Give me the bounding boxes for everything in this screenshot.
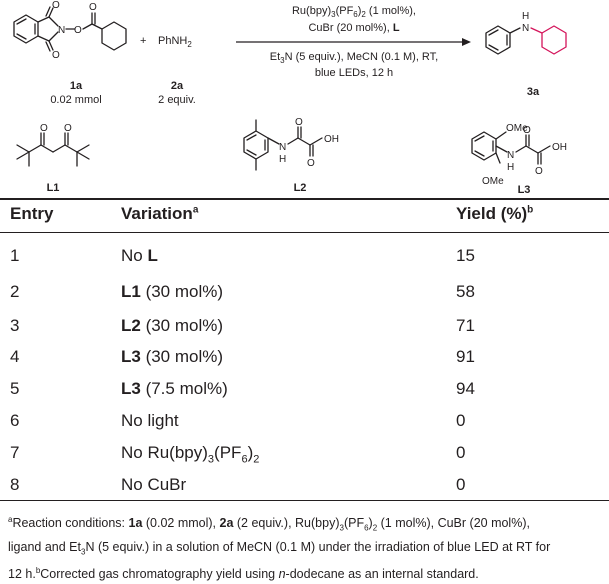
atom-o: O [52,50,60,61]
entry-cell: 2 [10,282,20,301]
plus-sign: + [140,35,146,47]
entry-cell: 8 [10,475,20,494]
table-header-rule [0,232,609,233]
ligand-l3-label: L3 [518,184,531,196]
table-row: 4 L3 (30 mol%) 91 [0,341,609,373]
yield-cell: 0 [456,411,466,430]
atom-n: N [507,150,514,161]
reactant-2a-amount: 2 equiv. [158,94,196,106]
atom-oh: OH [324,134,339,145]
table-row: 3 L2 (30 mol%) 71 [0,310,609,342]
atom-o: O [307,158,315,169]
ligand-l2-label: L2 [294,182,307,194]
reactant-1a-structure [13,6,127,52]
atom-o: O [295,117,303,128]
ligand-l1-label: L1 [47,182,60,194]
reactant-1a-label: 1a [70,80,83,92]
yield-cell: 94 [456,379,475,398]
entry-cell: 1 [10,246,20,265]
conditions-catalyst: Ru(bpy)3(PF6)2 (1 mol%), [292,5,416,19]
table-row: 5 L3 (7.5 mol%) 94 [0,373,609,405]
atom-o: O [52,0,60,11]
atom-o: O [40,123,48,134]
reactant-1a-amount: 0.02 mmol [50,94,101,106]
table-row: 2 L1 (30 mol%) 58 [0,276,609,308]
header-variation: Variationa [121,204,199,223]
table-row: 8 No CuBr 0 [0,469,609,501]
product-3a-structure [485,25,567,55]
variation-cell: No light [121,411,179,430]
ligand-l2-structure [243,119,323,171]
atom-n: N [279,142,286,153]
conditions-copper: CuBr (20 mol%), L [308,22,399,34]
atom-h: H [279,154,286,165]
atom-ome: OMe [482,176,504,187]
yield-cell: 0 [456,475,466,494]
variation-cell: L3 (30 mol%) [121,347,224,366]
table-top-rule [0,198,609,200]
atom-n: N [522,23,529,34]
reaction-arrow-head [462,38,471,46]
yield-cell: 0 [456,443,466,462]
yield-cell: 91 [456,347,475,366]
atom-ome: OMe [506,123,528,134]
variation-cell: L1 (30 mol%) [121,282,224,301]
yield-cell: 15 [456,246,475,265]
variation-cell: L2 (30 mol%) [121,316,224,335]
conditions-light-time: blue LEDs, 12 h [315,67,393,79]
yield-cell: 58 [456,282,475,301]
product-3a-label: 3a [527,86,540,98]
atom-o: O [64,123,72,134]
atom-o: O [74,25,82,36]
entry-cell: 4 [10,347,20,366]
table-bottom-rule [0,500,609,501]
reactant-2a-label: 2a [171,80,184,92]
header-yield: Yield (%)b [456,204,534,223]
table-row: 1 No L 15 [0,240,609,272]
variation-cell: No CuBr [121,475,187,494]
atom-h: H [507,162,514,173]
table-footnote: aReaction conditions: 1a (0.02 mmol), 2a… [8,515,551,582]
variation-cell: No L [121,246,158,265]
atom-h: H [522,11,529,22]
variation-cell: No Ru(bpy)3(PF6)2 [121,443,260,466]
entry-cell: 7 [10,443,20,462]
atom-o: O [89,2,97,13]
yield-cell: 71 [456,316,475,335]
table-row: 6 No light 0 [0,405,609,437]
ligand-l1-structure [16,132,90,167]
table-row: 7 No Ru(bpy)3(PF6)2 0 [0,437,609,469]
ligand-l3-structure [471,131,551,165]
entry-cell: 5 [10,379,20,398]
variation-cell: L3 (7.5 mol%) [121,379,228,398]
header-entry: Entry [10,204,54,223]
atom-n: N [58,25,65,36]
atom-o: O [535,166,543,177]
entry-cell: 3 [10,316,20,335]
reactant-2a-formula: PhNH2 [158,35,192,49]
reaction-scheme: N O O O O 1a 0.02 mmol + PhNH2 2a 2 equi… [13,0,567,196]
atom-oh: OH [552,142,567,153]
entry-cell: 6 [10,411,20,430]
atom-o: O [523,125,531,136]
conditions-base-solvent: Et3N (5 equiv.), MeCN (0.1 M), RT, [270,51,438,65]
